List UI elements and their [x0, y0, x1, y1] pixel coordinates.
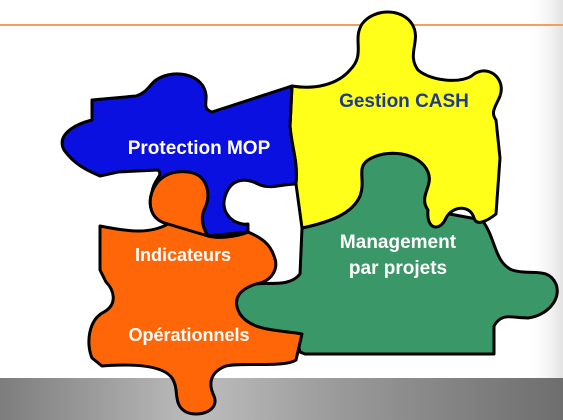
label-gestion-cash: Gestion CASH: [339, 91, 469, 112]
right-edge-shade: [525, 0, 563, 378]
label-operationnels: Opérationnels: [128, 325, 250, 345]
label-management: Management: [339, 232, 457, 253]
label-protection-mop: Protection MOP: [127, 138, 271, 159]
blue-puzzle-piece: [60, 72, 298, 238]
label-indicateurs: Indicateurs: [134, 245, 232, 265]
label-par-projets: par projets: [348, 258, 448, 279]
orange-puzzle-piece: [87, 221, 304, 416]
yellow-puzzle-piece: [288, 10, 503, 230]
orange-puzzle-knob: [148, 170, 210, 238]
floor-band: [0, 378, 563, 420]
